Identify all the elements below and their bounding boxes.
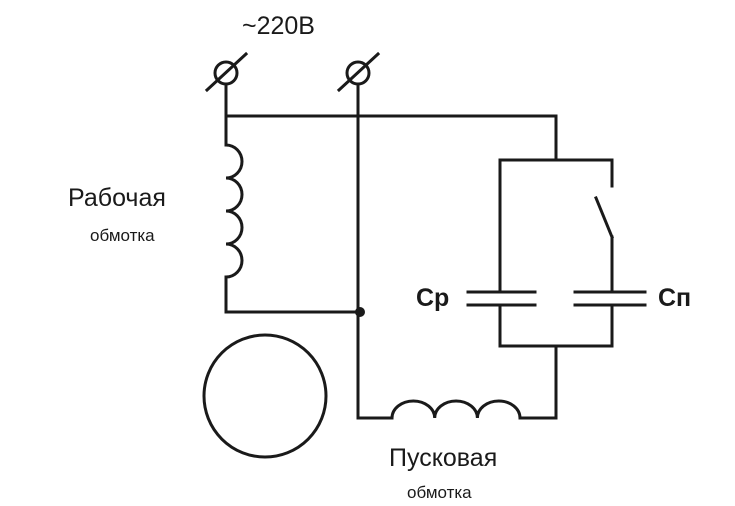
start-coil-icon bbox=[390, 399, 522, 420]
start-winding-label: Пусковая bbox=[389, 444, 498, 472]
working-winding-label: Рабочая bbox=[68, 184, 166, 212]
supply-wires bbox=[224, 82, 558, 420]
capacitor-network-wires bbox=[498, 158, 614, 420]
working-winding-wire bbox=[224, 114, 360, 314]
capacitor-cp-icon bbox=[466, 290, 537, 307]
cap-start-label: Сп bbox=[658, 284, 692, 312]
switch-icon bbox=[594, 196, 614, 239]
junction-dot bbox=[355, 307, 365, 317]
cap-working-label: Ср bbox=[416, 284, 450, 312]
supply-voltage-label: ~220В bbox=[242, 12, 315, 40]
working-winding-sublabel: обмотка bbox=[90, 226, 155, 245]
start-winding-sublabel: обмотка bbox=[407, 483, 472, 502]
rotor-circle-icon bbox=[202, 333, 328, 459]
capacitor-cs-icon bbox=[573, 290, 647, 307]
working-coil-icon bbox=[224, 143, 244, 279]
